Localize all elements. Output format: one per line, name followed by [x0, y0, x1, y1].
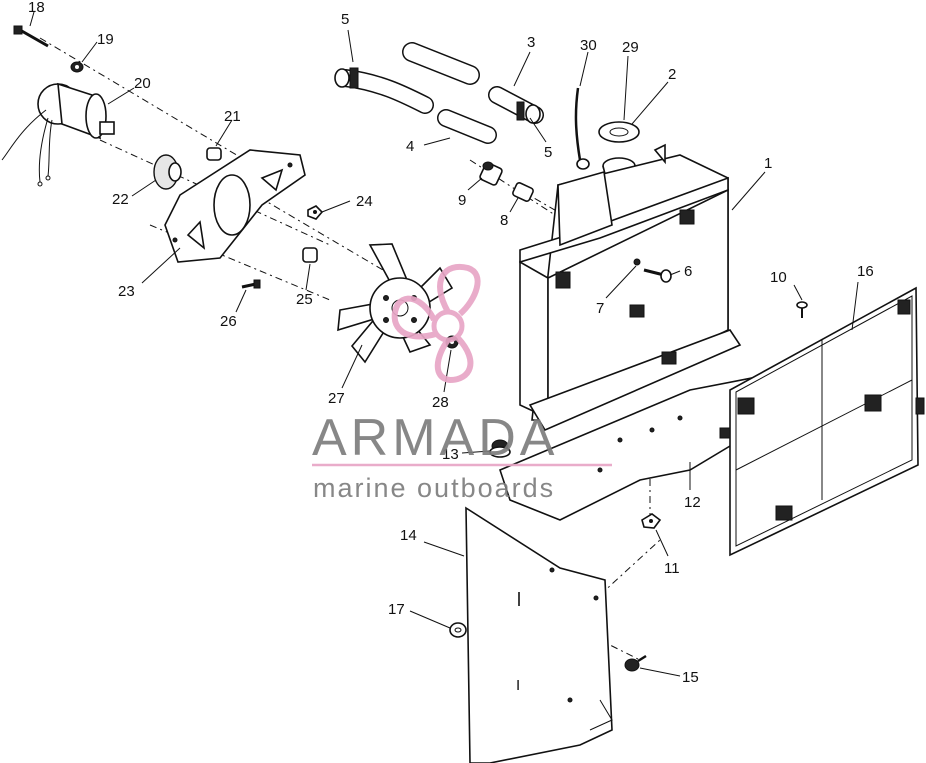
fastener-15: [624, 654, 647, 672]
hose-4: [437, 109, 497, 144]
callout-19: 19: [97, 31, 114, 48]
cap-gasket: [598, 121, 640, 143]
nut-24: [307, 205, 324, 220]
callout-9: 9: [458, 192, 466, 209]
side-panel: [465, 506, 613, 763]
callout-28: 28: [432, 394, 449, 411]
callout-5b: 5: [544, 144, 552, 161]
callout-14: 14: [400, 527, 417, 544]
fitting-8: [512, 182, 534, 202]
hose-upper: [402, 42, 480, 85]
callout-5a: 5: [341, 11, 349, 28]
callout-labels: 1 2 3 4 5 5 6 7 8 9 10 11 12 13 14 15 16…: [28, 0, 874, 686]
motor-bracket: [164, 149, 306, 263]
callout-20: 20: [134, 75, 151, 92]
callout-7: 7: [596, 300, 604, 317]
callout-22: 22: [112, 191, 129, 208]
callout-25: 25: [296, 291, 313, 308]
callout-15: 15: [682, 669, 699, 686]
callout-6: 6: [684, 263, 692, 280]
hose-3: [488, 86, 544, 124]
callout-16: 16: [857, 263, 874, 280]
radiator-screen: [719, 286, 925, 557]
watermark-brand: ARMADA: [312, 409, 558, 467]
motor-washer: [70, 61, 84, 73]
callout-11: 11: [664, 560, 680, 577]
leader-lines: [29, 11, 859, 677]
fitting-9: [479, 161, 503, 186]
base-tray: [499, 377, 761, 521]
callout-12: 12: [684, 494, 701, 511]
callout-26: 26: [220, 313, 237, 330]
callout-8: 8: [500, 212, 508, 229]
screw-10: [796, 301, 808, 318]
callout-21: 21: [224, 108, 241, 125]
radiator: [519, 143, 742, 432]
nut-11: [641, 513, 662, 529]
callout-4: 4: [406, 138, 414, 155]
callout-1: 1: [764, 155, 772, 172]
hose-5-left: [334, 67, 434, 114]
callout-24: 24: [356, 193, 373, 210]
callout-13: 13: [442, 446, 459, 463]
callout-29: 29: [622, 39, 639, 56]
watermark: ARMADA marine outboards: [312, 263, 612, 503]
callout-27: 27: [328, 390, 345, 407]
callout-2: 2: [668, 66, 676, 83]
callout-10: 10: [770, 269, 787, 286]
grommet: [489, 439, 511, 458]
spacer-21: [206, 147, 222, 161]
callout-17: 17: [388, 601, 405, 618]
panel-marking: I: [516, 677, 520, 694]
overflow-tube: [574, 87, 590, 170]
drive-hub: [153, 154, 182, 190]
screw-26: [241, 279, 261, 289]
propeller-logo-icon: [391, 263, 481, 384]
motor-bolt: [13, 25, 49, 48]
spacer-25: [302, 247, 318, 263]
bolt-6: [643, 268, 672, 283]
callout-3: 3: [527, 34, 535, 51]
watermark-tagline: marine outboards: [313, 473, 555, 503]
callout-18: 18: [28, 0, 45, 16]
callout-23: 23: [118, 283, 135, 300]
callout-30: 30: [580, 37, 597, 54]
washer-17: [449, 622, 467, 638]
cooling-fan: [337, 243, 454, 364]
fan-motor: [1, 82, 115, 187]
